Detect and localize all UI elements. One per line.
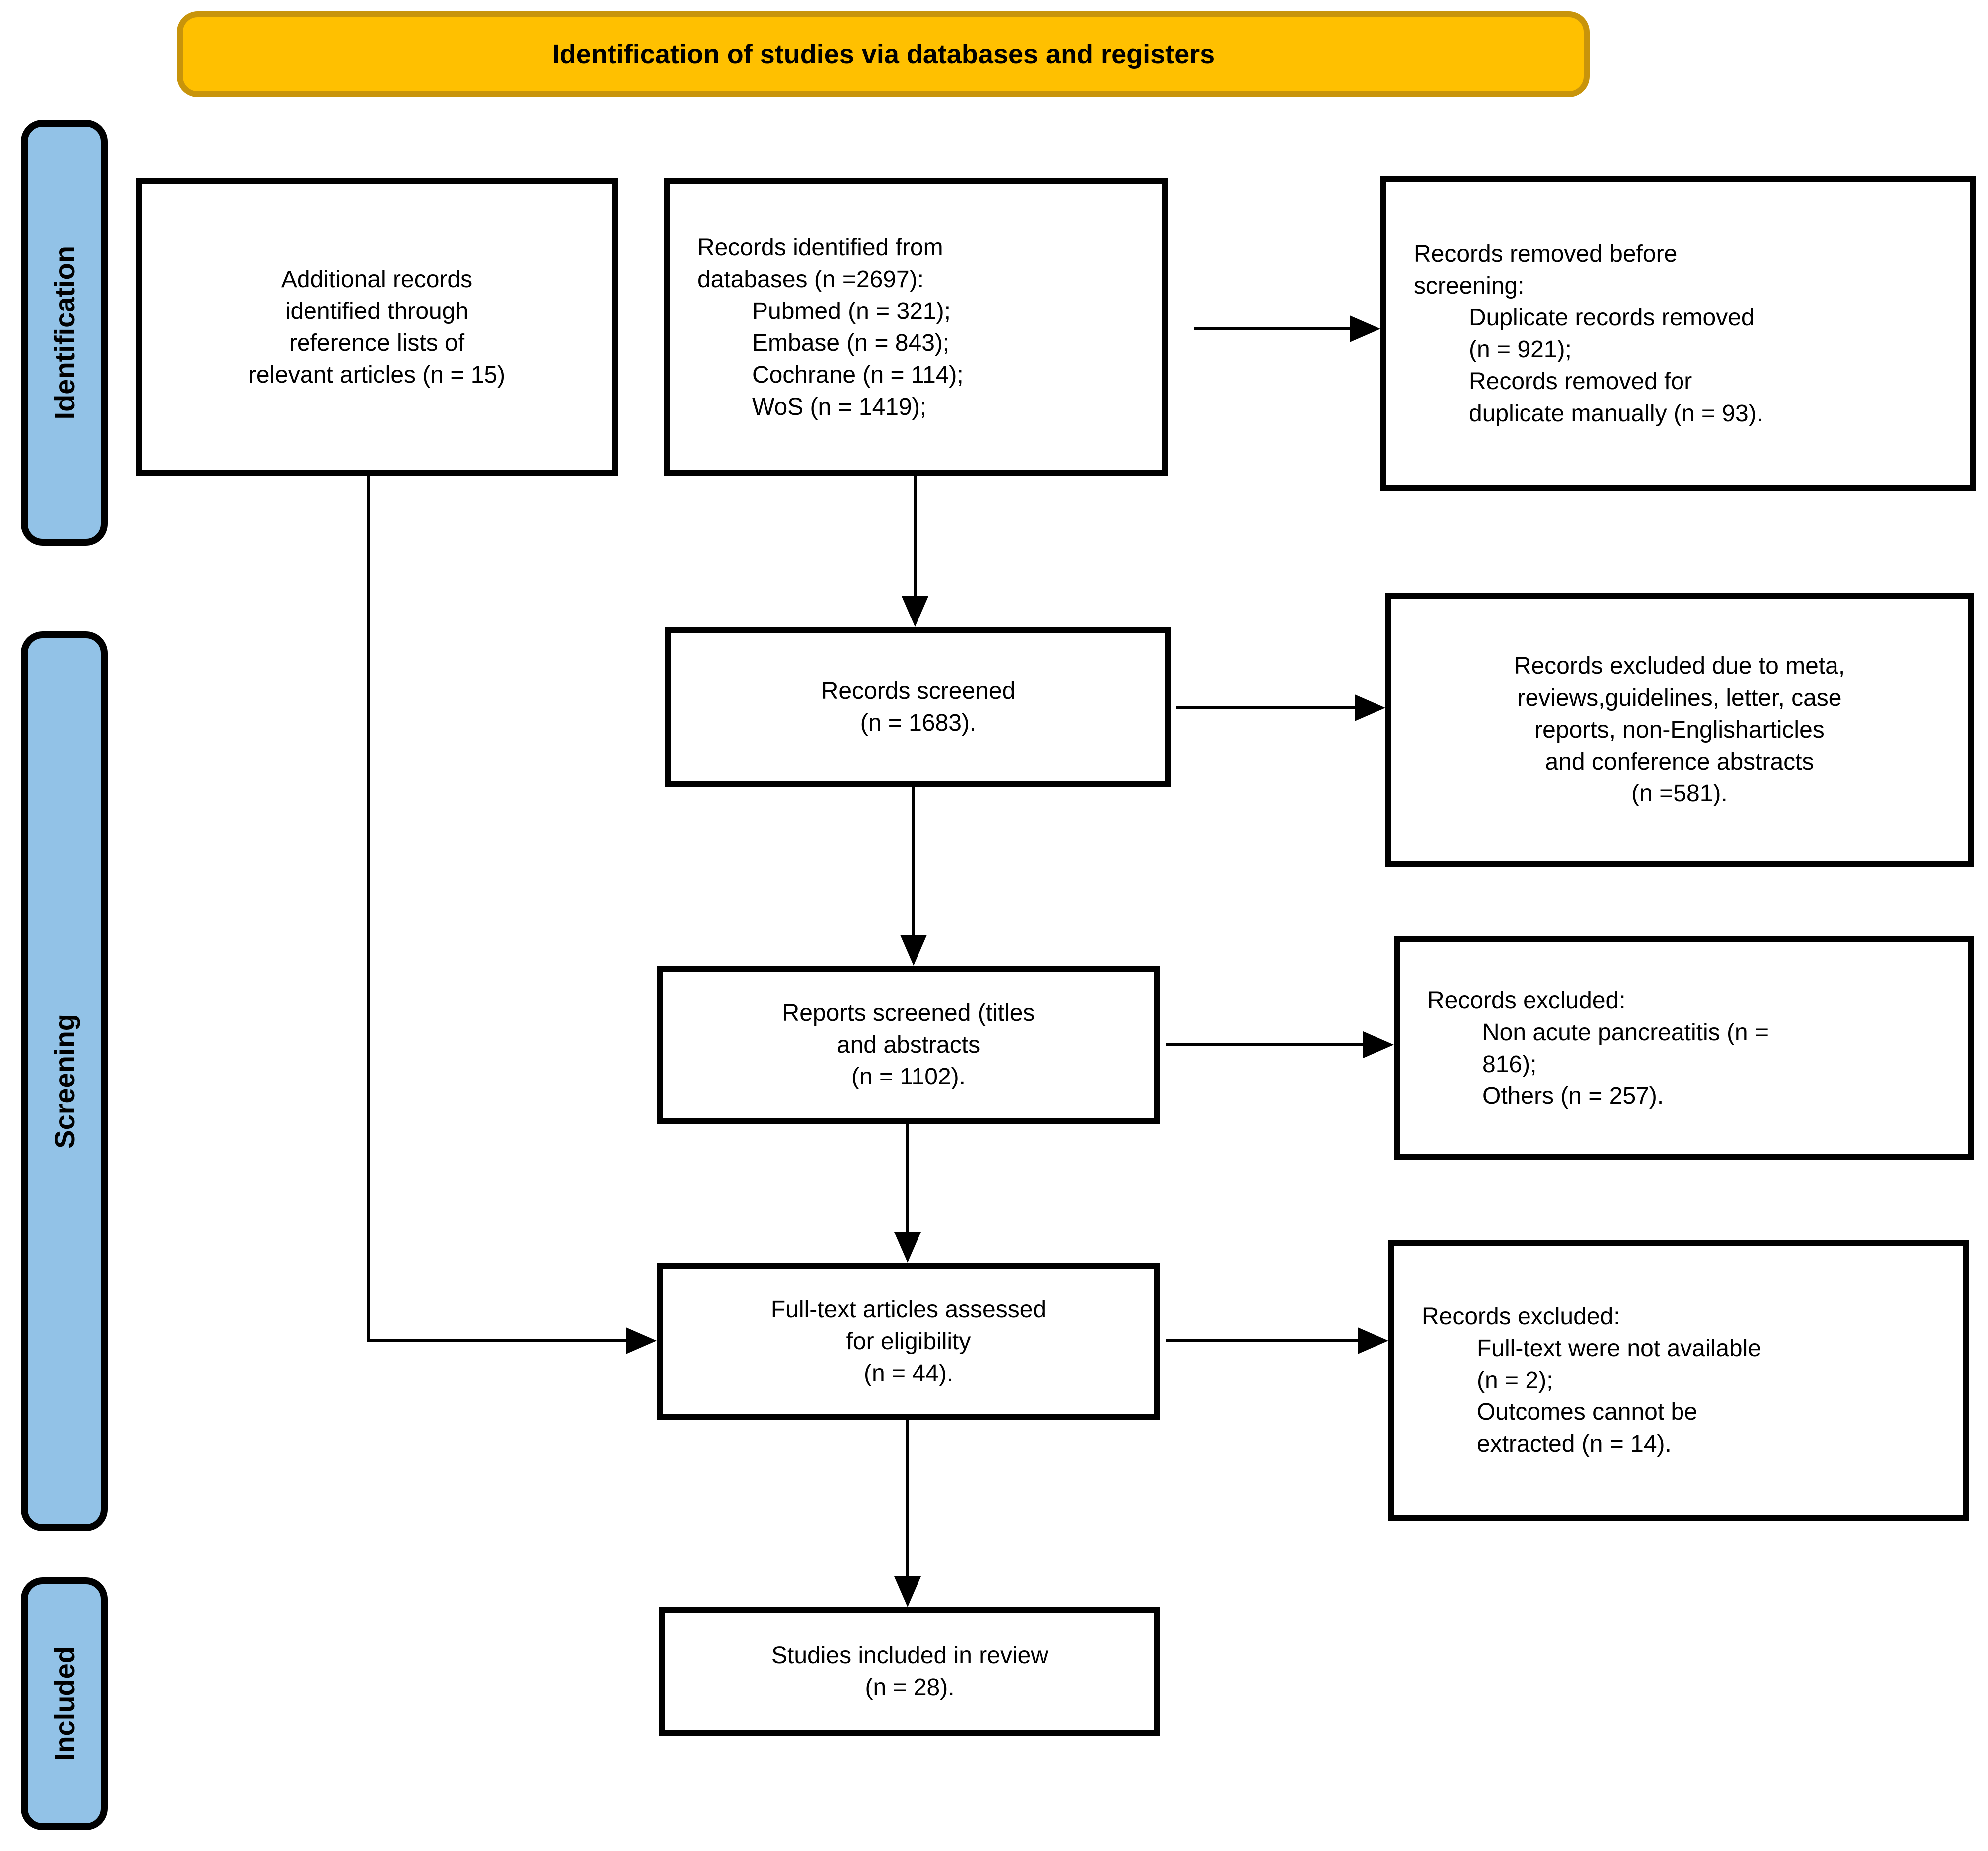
text-line: for eligibility (846, 1328, 971, 1355)
box-additional-records: Additional records identified through re… (136, 178, 618, 476)
arrow-identified-to-screened-line (914, 476, 917, 596)
text-line: Embase (n = 843); (752, 329, 950, 356)
text-line: databases (n =2697): (697, 266, 924, 293)
text-line: reviews,guidelines, letter, case (1517, 684, 1842, 711)
text-line: Studies included in review (771, 1642, 1048, 1669)
diagram-title-banner: Identification of studies via databases … (177, 11, 1590, 97)
arrow-screened-to-reports-head (900, 935, 927, 966)
box-records-screened: Records screened (n = 1683). (665, 627, 1171, 787)
text-line: 816); (1482, 1051, 1537, 1078)
text-line: relevant articles (n = 15) (248, 361, 506, 388)
arrow-screened-to-excluded-line (1176, 706, 1355, 709)
text-line: (n =581). (1631, 780, 1728, 807)
text-line: Pubmed (n = 321); (752, 298, 951, 324)
arrow-reports-to-excluded-line (1166, 1043, 1363, 1046)
arrow-fulltext-to-included-line (906, 1420, 909, 1576)
arrow-identified-to-removed-line (1194, 327, 1350, 330)
arrow-fulltext-to-included-head (894, 1576, 921, 1607)
text-line: identified through (285, 298, 469, 324)
arrow-reports-to-fulltext-line (906, 1124, 909, 1232)
text-line: Others (n = 257). (1482, 1082, 1664, 1109)
text-line: extracted (n = 14). (1477, 1430, 1672, 1457)
text-line: screening: (1414, 272, 1525, 299)
arrow-identified-to-screened-head (902, 596, 928, 627)
arrow-reports-to-fulltext-head (894, 1232, 921, 1263)
stage-label-screening: Screening (21, 631, 108, 1531)
box-records-excluded-pancreatitis: Records excluded: Non acute pancreatitis… (1394, 936, 1974, 1160)
box-records-excluded-fulltext: Records excluded: Full-text were not ava… (1388, 1240, 1969, 1521)
text-line: Reports screened (titles (782, 999, 1035, 1026)
text-line: (n = 44). (863, 1360, 954, 1387)
text-line: Full-text articles assessed (770, 1296, 1047, 1323)
connector-additional-head (626, 1327, 657, 1354)
text-line: Records removed before (1414, 240, 1678, 267)
text-line: (n = 1683). (860, 710, 977, 736)
connector-additional-vertical-line (367, 476, 370, 1342)
stage-label-identification: Identification (21, 120, 108, 546)
arrow-fulltext-to-excluded-head (1358, 1327, 1388, 1354)
stage-label-screening-text: Screening (48, 1014, 80, 1149)
text-line: Cochrane (n = 114); (752, 361, 964, 388)
text-line: Additional records (281, 266, 473, 293)
arrow-screened-to-excluded-head (1355, 694, 1385, 721)
box-records-excluded-meta: Records excluded due to meta, reviews,gu… (1385, 593, 1974, 867)
box-studies-included: Studies included in review (n = 28). (659, 1607, 1160, 1736)
text-line: Records excluded: (1422, 1303, 1620, 1330)
text-line: Duplicate records removed (1469, 304, 1755, 331)
text-line: (n = 2); (1477, 1367, 1553, 1393)
arrow-reports-to-excluded-head (1363, 1031, 1394, 1058)
text-line: Full-text were not available (1477, 1335, 1761, 1362)
text-line: duplicate manually (n = 93). (1469, 400, 1763, 427)
text-line: Records excluded: (1427, 987, 1626, 1014)
text-line: Non acute pancreatitis (n = (1482, 1019, 1769, 1046)
text-line: Records identified from (697, 234, 943, 261)
diagram-title: Identification of studies via databases … (552, 39, 1215, 69)
text-line: Records excluded due to meta, (1514, 652, 1845, 679)
text-line: reports, non-Englisharticles (1534, 716, 1825, 743)
connector-additional-horizontal-line (367, 1339, 626, 1342)
text-line: (n = 28). (865, 1674, 955, 1700)
text-line: Records removed for (1469, 368, 1692, 395)
box-records-removed-before-screening: Records removed before screening: Duplic… (1380, 176, 1976, 491)
stage-label-included-text: Included (48, 1646, 80, 1761)
text-line: (n = 1102). (851, 1063, 966, 1090)
text-line: reference lists of (289, 329, 465, 356)
text-line: Records screened (821, 678, 1016, 704)
arrow-screened-to-reports-line (912, 787, 915, 935)
stage-label-identification-text: Identification (48, 246, 80, 420)
box-fulltext-assessed: Full-text articles assessed for eligibil… (657, 1263, 1160, 1420)
box-reports-screened: Reports screened (titles and abstracts (… (657, 966, 1160, 1124)
text-line: and conference abstracts (1545, 748, 1814, 775)
stage-label-included: Included (21, 1577, 108, 1830)
box-records-identified: Records identified from databases (n =26… (664, 178, 1168, 476)
arrow-identified-to-removed-head (1350, 315, 1380, 342)
text-line: WoS (n = 1419); (752, 393, 926, 420)
arrow-fulltext-to-excluded-line (1166, 1339, 1358, 1342)
text-line: and abstracts (836, 1031, 981, 1058)
text-line: (n = 921); (1469, 336, 1572, 363)
text-line: Outcomes cannot be (1477, 1398, 1697, 1425)
